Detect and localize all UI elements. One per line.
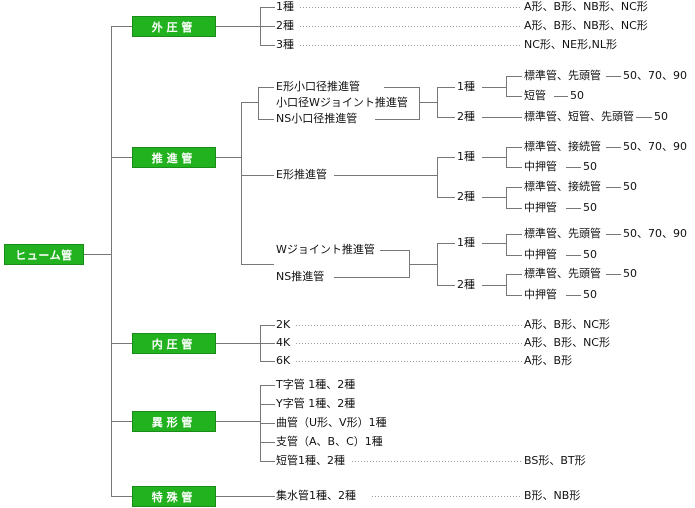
inner-2k: 2K [276, 318, 291, 332]
outer-grade-3: 3種 [276, 38, 294, 52]
special-collector-pipe: 集水管1種、2種 [276, 489, 356, 503]
e-grade-1: 1種 [457, 150, 475, 164]
small-e-type-jacking-pipe: E形小口径推進管 [276, 80, 360, 94]
root-node-hume-pipe: ヒューム管 [4, 244, 84, 265]
w-joint-jacking-pipe: Wジョイント推進管 [276, 243, 375, 257]
category-jacking-pipe: 推進管 [132, 147, 216, 168]
outer-grade-3-types: NC形、NE形,NL形 [524, 38, 617, 52]
w-grade-2-row-2-value: 50 [583, 288, 597, 302]
category-special-pipe: 特殊管 [132, 486, 216, 507]
fitting-short-pipe: 短管1種、2種 [276, 454, 345, 468]
inner-2k-types: A形、B形、NC形 [524, 318, 610, 332]
inner-4k-types: A形、B形、NC形 [524, 336, 610, 350]
e-grade-2-row-1-label: 標準管、接続管 [524, 180, 601, 194]
w-grade-2-row-2-label: 中押管 [524, 288, 557, 302]
outer-grade-1-types: A形、B形、NB形、NC形 [524, 0, 648, 14]
small-w-joint-jacking-pipe: 小口径Wジョイント推進管 [276, 96, 408, 110]
outer-grade-2-types: A形、B形、NB形、NC形 [524, 19, 648, 33]
outer-grade-1: 1種 [276, 0, 294, 14]
small-grade-1: 1種 [457, 80, 475, 94]
special-collector-pipe-types: B形、NB形 [524, 489, 581, 503]
w-grade-1-row-1-label: 標準管、先頭管 [524, 227, 601, 241]
e-type-jacking-pipe: E形推進管 [276, 168, 327, 182]
w-grade-2-row-1-value: 50 [623, 267, 637, 281]
inner-6k: 6K [276, 354, 291, 368]
w-grade-2-row-1-label: 標準管、先頭管 [524, 267, 601, 281]
fitting-y-pipe: Y字管 1種、2種 [276, 397, 356, 411]
e-grade-1-row-1-label: 標準管、接続管 [524, 140, 601, 154]
w-grade-1-row-2-value: 50 [583, 248, 597, 262]
small-grade-1-row-1-label: 標準管、先頭管 [524, 69, 601, 83]
e-grade-2-row-1-value: 50 [623, 180, 637, 194]
fitting-short-pipe-types: BS形、BT形 [524, 454, 586, 468]
fitting-t-pipe: T字管 1種、2種 [276, 378, 356, 392]
fitting-branch-pipe: 支管（A、B、C）1種 [276, 435, 383, 449]
small-grade-2-row-1-label: 標準管、短管、先頭管 [524, 110, 634, 124]
w-grade-1: 1種 [457, 236, 475, 250]
w-grade-2: 2種 [457, 278, 475, 292]
small-grade-1-row-1-value: 50、70、90 [623, 69, 687, 83]
e-grade-1-row-2-value: 50 [583, 160, 597, 174]
e-grade-1-row-2-label: 中押管 [524, 160, 557, 174]
w-grade-1-row-2-label: 中押管 [524, 248, 557, 262]
fitting-bend-pipe: 曲管（U形、V形）1種 [276, 416, 387, 430]
small-ns-jacking-pipe: NS小口径推進管 [276, 112, 358, 126]
outer-grade-2: 2種 [276, 19, 294, 33]
inner-4k: 4K [276, 336, 291, 350]
inner-6k-types: A形、B形 [524, 354, 573, 368]
small-grade-1-row-2-label: 短管 [524, 89, 546, 103]
small-grade-1-row-2-value: 50 [570, 89, 584, 103]
category-outer-pressure-pipe: 外圧管 [132, 16, 216, 37]
e-grade-1-row-1-value: 50、70、90 [623, 140, 687, 154]
w-grade-1-row-1-value: 50、70、90 [623, 227, 687, 241]
e-grade-2-row-2-label: 中押管 [524, 201, 557, 215]
ns-jacking-pipe: NS推進管 [276, 270, 325, 284]
e-grade-2: 2種 [457, 190, 475, 204]
small-grade-2-row-1-value: 50 [654, 110, 668, 124]
e-grade-2-row-2-value: 50 [583, 201, 597, 215]
category-inner-pressure-pipe: 内圧管 [132, 333, 216, 354]
small-grade-2: 2種 [457, 110, 475, 124]
category-fitting-pipe: 異形管 [132, 411, 216, 432]
